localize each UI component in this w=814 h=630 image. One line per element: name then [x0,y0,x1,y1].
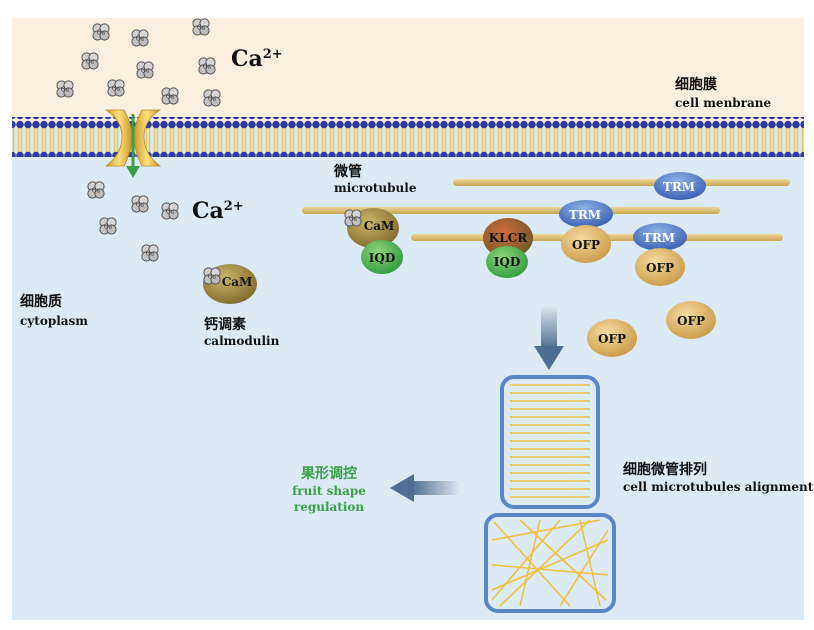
cam-iqd-complex: CaM IQD [344,208,403,274]
iqd-label: IQD [369,251,395,265]
calcium-ion-icon [99,217,117,235]
alignment-label-zh: 细胞微管排列 [623,461,707,478]
calcium-ion-icon [81,52,99,70]
microtubule-fiber [302,207,720,214]
ofp-label: OFP [677,314,705,328]
cam-label: CaM [364,219,395,233]
calmodulin-label-zh: 钙调素 [204,316,246,333]
calcium-label-top-base: Ca [231,46,263,72]
aligned-microtubules-box [500,375,600,509]
disordered-microtubules-box [484,513,616,613]
trm-ofp-complex: TRM OFP [559,200,613,263]
calcium-label-top-sup: 2+ [263,47,283,62]
trm-ofp-complex: TRM OFP [633,223,687,286]
trm-label: TRM [643,231,675,245]
trm-protein: TRM [654,172,706,200]
cam-label: CaM [222,275,253,289]
fruit-shape-label-en-2: regulation [294,500,365,514]
fruit-shape-label-en-1: fruit shape [292,484,366,498]
calcium-ion-icon [198,57,216,75]
calcium-ion-icon [131,195,149,213]
down-arrow-icon [126,114,140,178]
fruit-shape-label-zh: 果形调控 [300,465,357,482]
trm-label: TRM [569,208,601,222]
calcium-ion-icon [92,23,110,41]
calcium-ion-icon [203,89,221,107]
ofp-protein: OFP [666,301,716,339]
microtubule-fiber [453,179,790,186]
calcium-ion-icon [141,244,159,262]
calcium-ion-icon [203,267,221,285]
calcium-ion-icon [161,202,179,220]
cytoplasm-label-en: cytoplasm [20,314,88,328]
ofp-label: OFP [572,238,600,252]
calcium-channel-icon [104,109,162,167]
trm-label: TRM [663,180,695,194]
calcium-ion-icon [131,29,149,47]
calcium-ion-icon [136,61,154,79]
ofp-protein: OFP [587,319,637,357]
ofp-label: OFP [598,332,626,346]
ofp-label: OFP [646,261,674,275]
calcium-ion-icon [161,87,179,105]
membrane-label-zh: 细胞膜 [675,76,717,93]
calcium-ion-icon [107,79,125,97]
calcium-ion-icon [87,181,105,199]
calcium-ion-icon [344,209,362,227]
left-arrow-icon [390,474,462,502]
membrane-label-en: cell menbrane [675,96,772,110]
calcium-label-cytoplasm-sup: 2+ [224,199,244,214]
microtubule-label-zh: 微管 [333,163,362,180]
calcium-ion-icon [192,18,210,36]
calcium-label-top: Ca2+ [231,46,283,72]
extracellular-region [12,18,804,128]
klcr-iqd-complex: KLCR IQD [483,218,533,278]
calmodulin-label-en: calmodulin [204,334,280,348]
iqd-label: IQD [494,255,520,269]
alignment-label-en: cell microtubules alignment [623,480,814,494]
cytoplasm-label-zh: 细胞质 [20,293,62,310]
microtubule-label-en: microtubule [334,181,417,195]
calcium-ion-icon [56,80,74,98]
klcr-label: KLCR [489,231,528,245]
calcium-label-cytoplasm-base: Ca [192,198,224,224]
calmodulin-protein: CaM [203,264,257,304]
down-arrow-icon [534,304,564,370]
cytoplasm-region [12,128,804,620]
calcium-label-cytoplasm: Ca2+ [192,198,244,224]
